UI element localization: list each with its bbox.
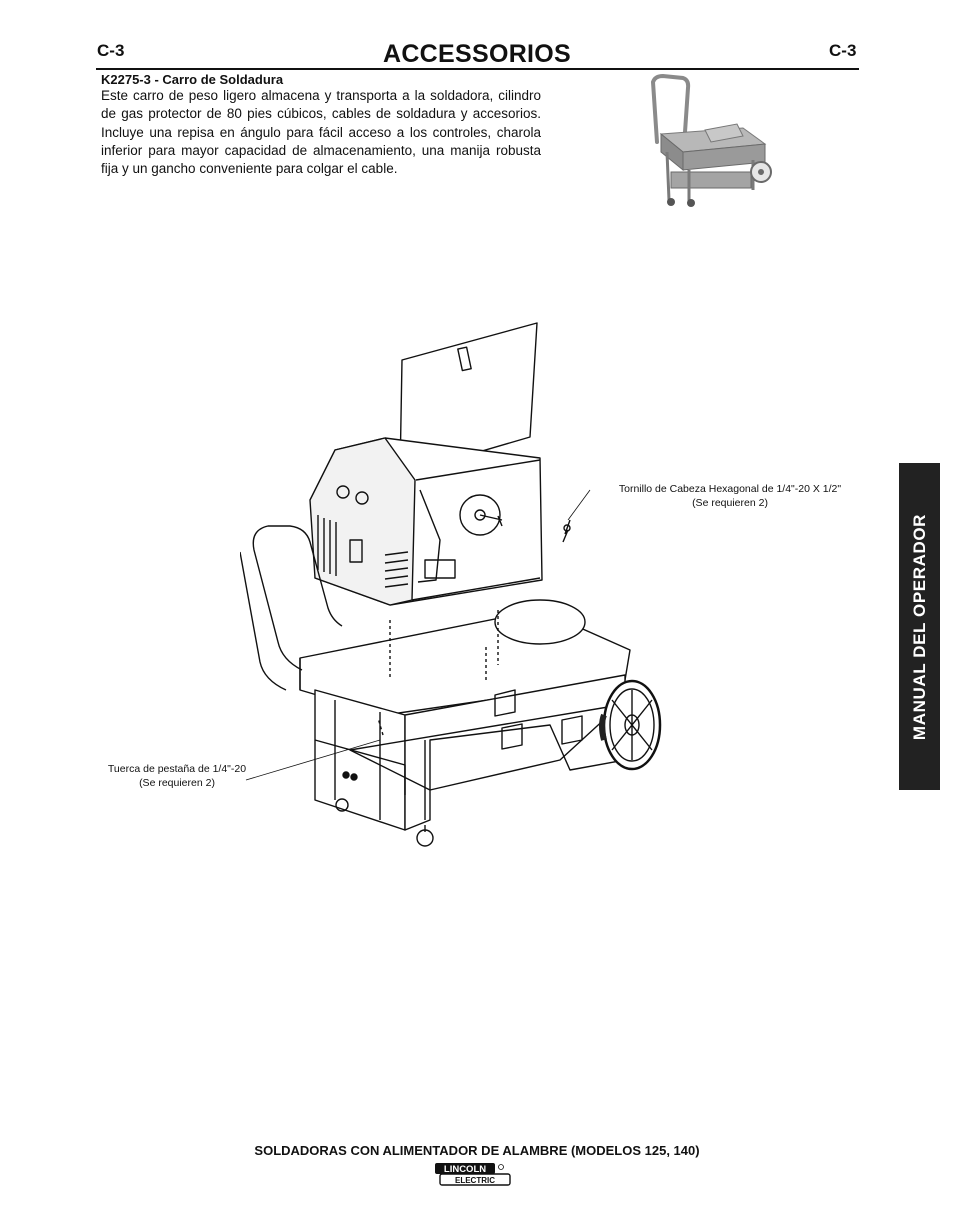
header-rule	[96, 68, 859, 70]
accessory-description: Este carro de peso ligero almacena y tra…	[101, 88, 541, 177]
logo-bottom-text: ELECTRIC	[455, 1176, 495, 1185]
screw-callout-line1: Tornillo de Cabeza Hexagonal de 1/4"-20 …	[618, 483, 842, 495]
accessory-heading: K2275-3 - Carro de Soldadura	[101, 72, 284, 87]
nut-callout-line2: (Se requieren 2)	[139, 777, 215, 789]
nut-callout: Tuerca de pestaña de 1/4"-20 (Se requier…	[88, 762, 266, 790]
side-tab: MANUAL DEL OPERADOR	[899, 463, 940, 790]
page-code-right: C-3	[829, 41, 857, 60]
page-code-left: C-3	[97, 41, 125, 60]
assembly-diagram	[240, 322, 662, 847]
side-tab-label: MANUAL DEL OPERADOR	[909, 513, 929, 740]
lincoln-electric-logo: LINCOLN ELECTRIC	[435, 1163, 511, 1186]
cart-photo	[643, 72, 775, 210]
screw-callout-line2: (Se requieren 2)	[692, 497, 768, 509]
footer-text: SOLDADORAS CON ALIMENTADOR DE ALAMBRE (M…	[254, 1143, 700, 1158]
screw-callout: Tornillo de Cabeza Hexagonal de 1/4"-20 …	[590, 482, 870, 510]
page-title: ACCESSORIOS	[382, 40, 572, 68]
nut-callout-line1: Tuerca de pestaña de 1/4"-20	[107, 763, 247, 775]
logo-top-text: LINCOLN	[444, 1164, 486, 1175]
